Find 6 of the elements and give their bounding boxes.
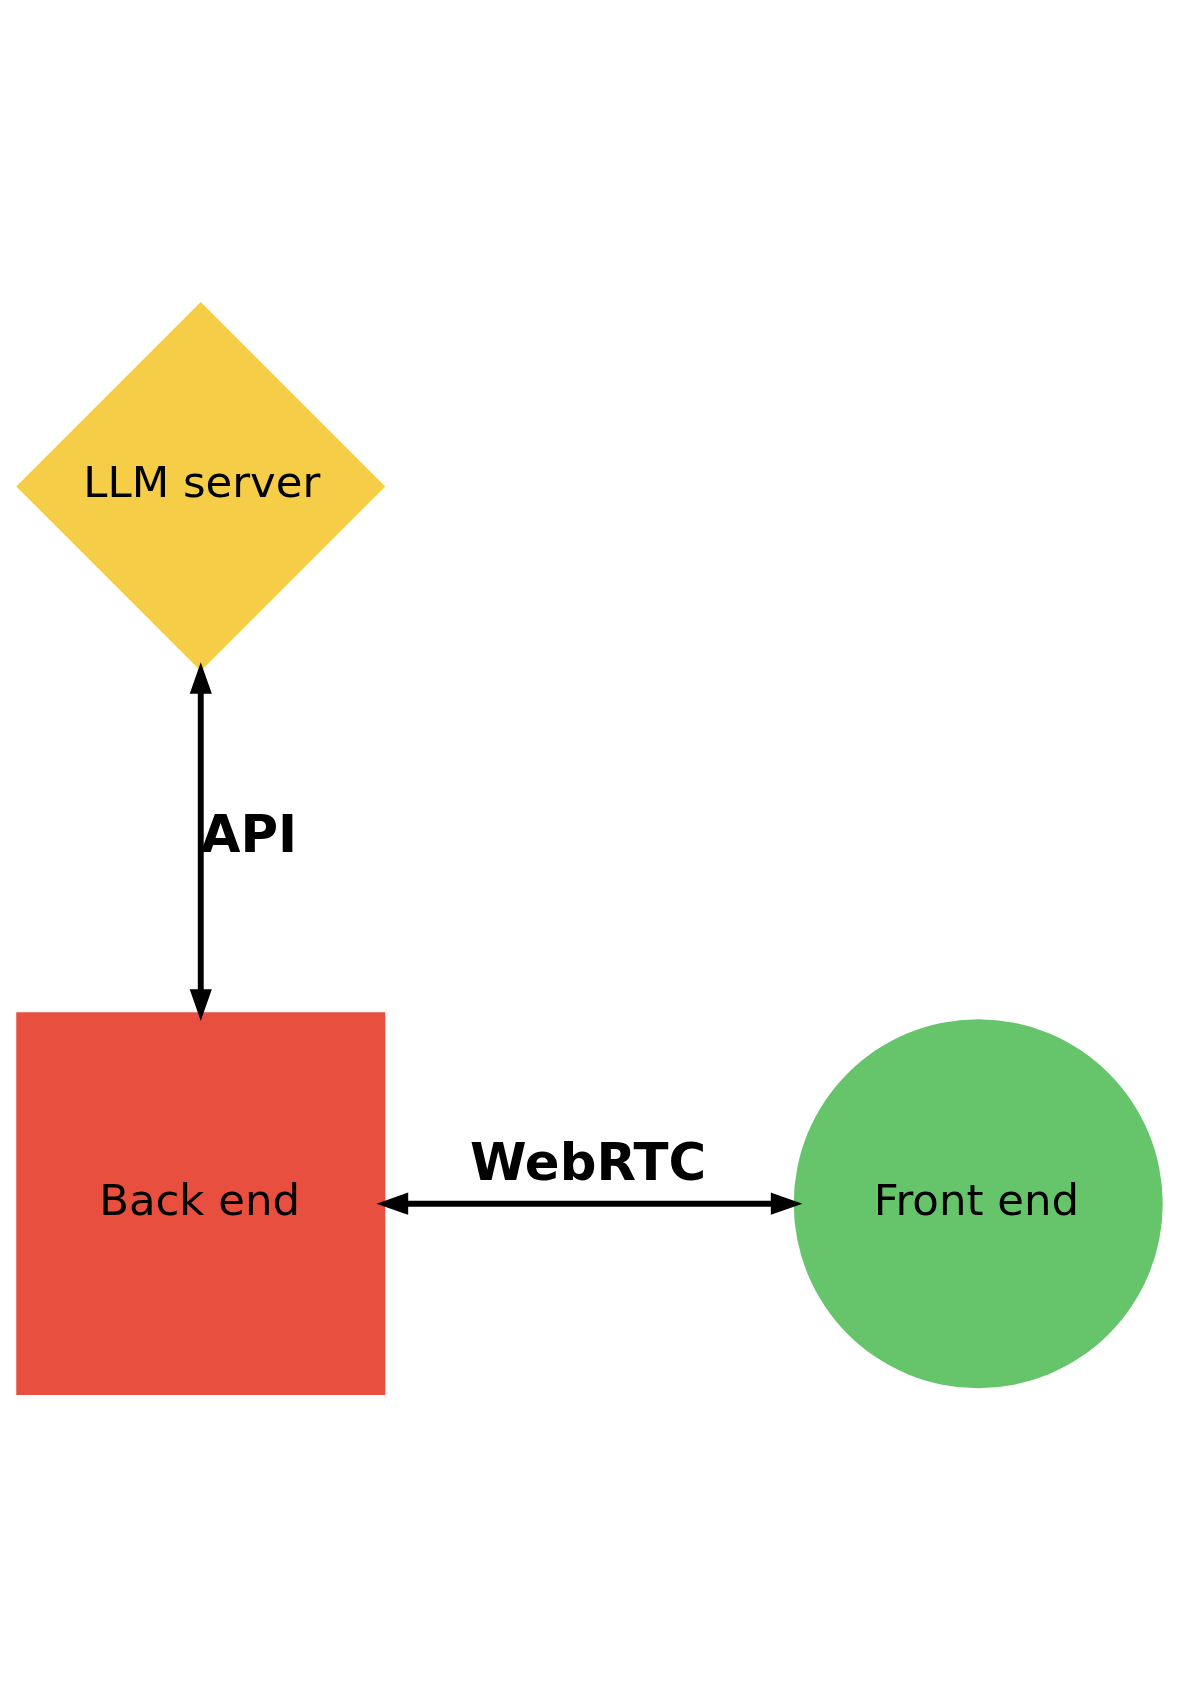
node-circle: Front end <box>793 1019 1163 1389</box>
arrow <box>376 1192 803 1215</box>
edge-label: WebRTC <box>470 1131 707 1192</box>
node-box: Back end <box>16 1012 386 1396</box>
node-diamond: LLM server <box>16 301 386 671</box>
arrow <box>189 662 212 1021</box>
